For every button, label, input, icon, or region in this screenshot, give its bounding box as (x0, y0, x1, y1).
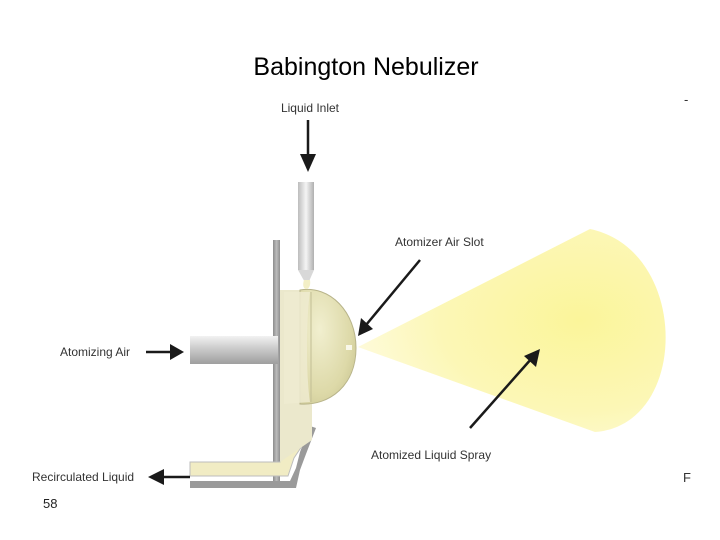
atomized-spray-cone (358, 229, 666, 432)
arrow-recirculated-liquid (148, 469, 190, 485)
label-atomized-liquid-spray: Atomized Liquid Spray (371, 448, 491, 462)
edge-mark-top: - (684, 92, 689, 107)
atomizer-sphere (299, 288, 357, 405)
arrow-atomized-spray (469, 349, 540, 429)
atomizing-air-tube (190, 336, 278, 364)
drain-channel-outer (190, 426, 316, 488)
liquid-drop (303, 280, 311, 289)
air-slot (346, 345, 352, 350)
sphere-front-band (284, 292, 310, 404)
arrow-air-slot (358, 259, 421, 336)
slide-title: Babington Nebulizer (253, 53, 479, 81)
liquid-inlet-tip (298, 270, 314, 286)
arrow-liquid-inlet (300, 120, 316, 172)
liquid-inlet-tube (298, 182, 314, 270)
label-liquid-inlet: Liquid Inlet (281, 101, 340, 115)
label-atomizing-air: Atomizing Air (60, 345, 130, 359)
arrow-atomizing-air (146, 344, 184, 360)
label-atomizer-air-slot: Atomizer Air Slot (395, 235, 484, 249)
edge-mark-bottom: F (683, 470, 691, 485)
page-number: 58 (43, 496, 58, 511)
label-recirculated-liquid: Recirculated Liquid (32, 470, 134, 484)
